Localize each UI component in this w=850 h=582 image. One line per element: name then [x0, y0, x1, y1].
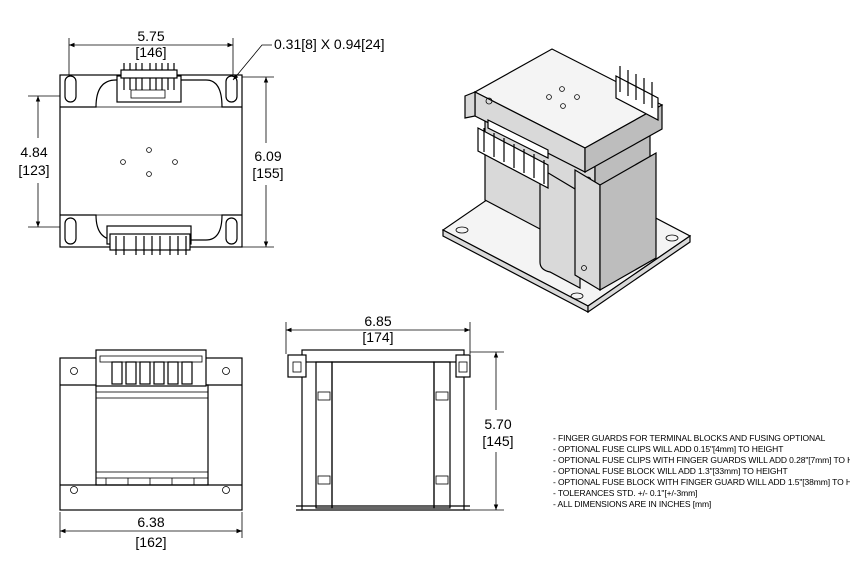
dim-right-height: 6.09	[254, 148, 281, 164]
dim-slot-size: 0.31[8] X 0.94[24]	[274, 36, 385, 52]
note-line: - OPTIONAL FUSE CLIPS WITH FINGER GUARDS…	[553, 455, 850, 465]
terminal-block-bottom	[106, 225, 192, 255]
front-view: 6.38 [162]	[59, 349, 243, 550]
note-line: - ALL DIMENSIONS ARE IN INCHES [mm]	[553, 499, 711, 509]
mounting-slot	[64, 75, 77, 103]
dim-side-width: 6.85	[364, 313, 391, 329]
dim-right-height-mm: [155]	[252, 165, 283, 181]
iso-terminal-block-rear	[615, 66, 659, 121]
dim-side-height: 5.70	[484, 416, 511, 432]
mounting-slot	[225, 217, 238, 245]
dim-front-width-mm: [162]	[135, 534, 166, 550]
dim-front-width: 6.38	[137, 514, 164, 530]
note-line: - OPTIONAL FUSE BLOCK WILL ADD 1.3"[33mm…	[553, 466, 788, 476]
notes-block: - FINGER GUARDS FOR TERMINAL BLOCKS AND …	[553, 433, 850, 509]
mounting-slot	[225, 75, 238, 103]
note-line: - FINGER GUARDS FOR TERMINAL BLOCKS AND …	[553, 433, 826, 443]
note-line: - OPTIONAL FUSE CLIPS WILL ADD 0.15"[4mm…	[553, 444, 783, 454]
dim-left-height: 4.84	[20, 144, 47, 160]
front-view-coil	[95, 384, 209, 486]
top-view: 5.75 [146] 0.31[8] X 0.94[24] 4.84 [123]…	[18, 28, 385, 255]
mounting-slot	[64, 217, 77, 245]
front-terminal-block	[95, 349, 207, 387]
side-view-top-bracket	[301, 349, 465, 363]
dim-side-width-mm: [174]	[362, 329, 393, 345]
dim-top-width: 5.75	[137, 28, 164, 44]
iso-terminal-block	[477, 119, 549, 189]
note-line: - TOLERANCES STD. +/- 0.1"[+/-3mm]	[553, 488, 697, 498]
note-line: - OPTIONAL FUSE BLOCK WITH FINGER GUARD …	[553, 477, 850, 487]
dim-side-height-mm: [145]	[482, 433, 513, 449]
dim-left-height-mm: [123]	[18, 162, 49, 178]
side-view-coil	[331, 361, 435, 509]
terminal-block-top	[116, 63, 182, 103]
isometric-view	[441, 48, 692, 314]
dim-top-width-mm: [146]	[135, 44, 166, 60]
side-view: 6.85 [174] 5.70 [145]	[285, 313, 514, 511]
